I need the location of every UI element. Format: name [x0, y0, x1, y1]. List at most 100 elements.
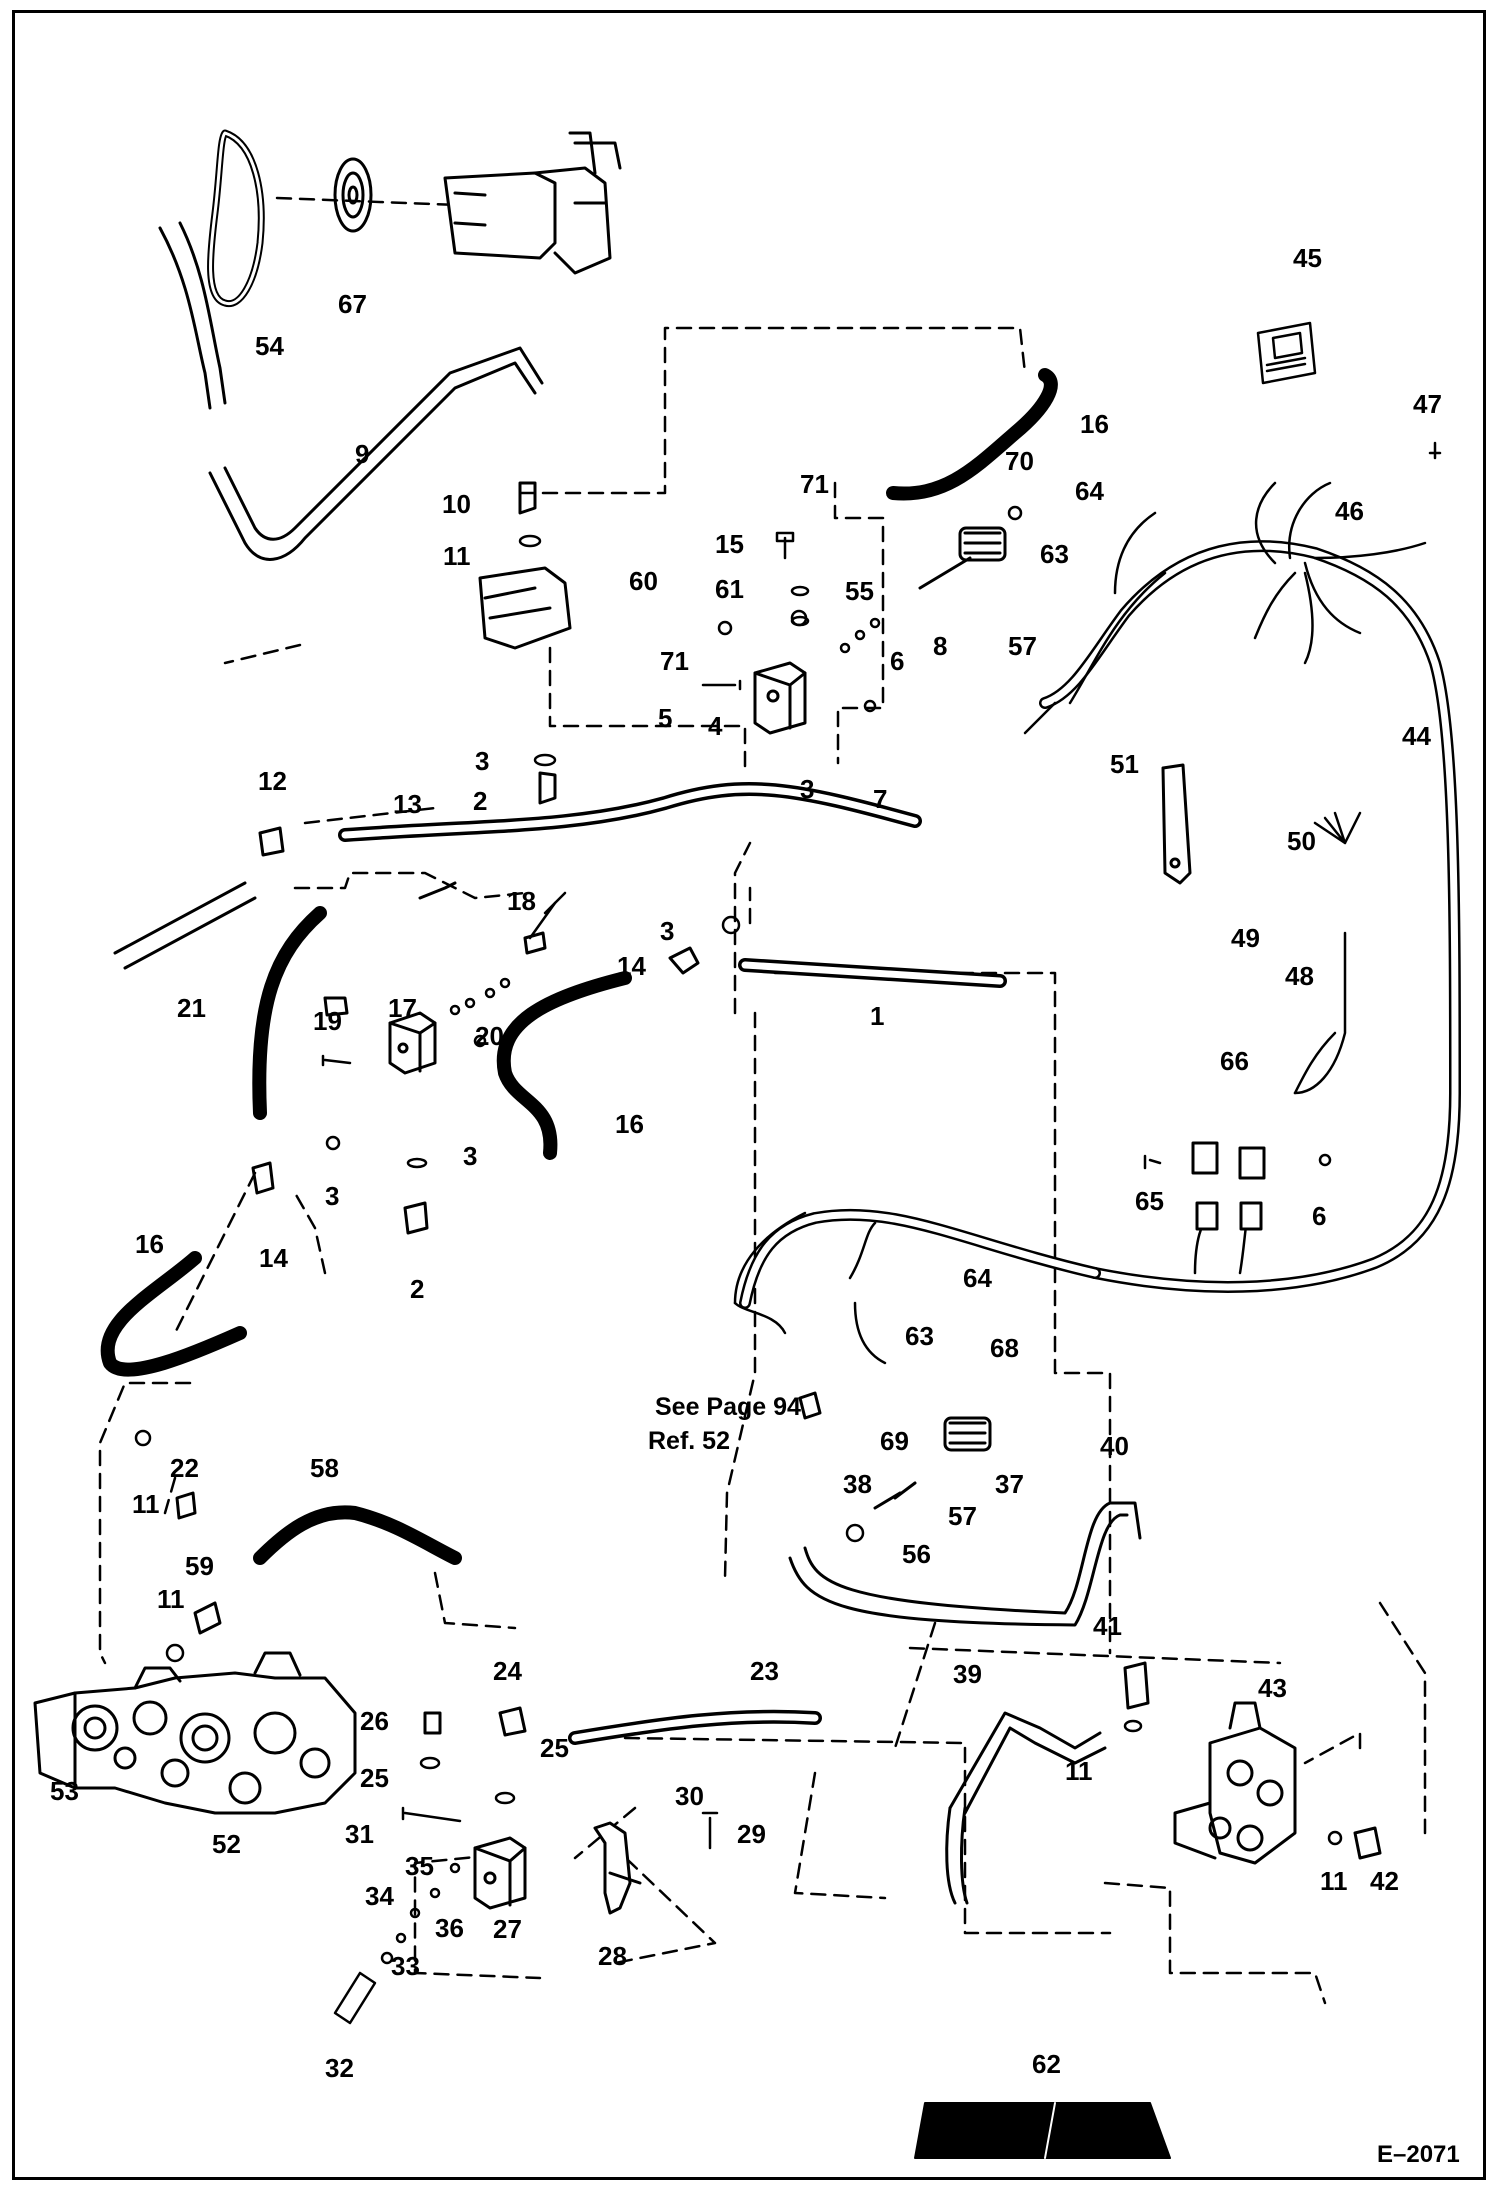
hose-13: [338, 782, 922, 842]
callout-17: 17: [388, 993, 417, 1023]
callout-49: 49: [1231, 923, 1260, 953]
hose-1: [738, 958, 1007, 988]
wire-harness-44: [739, 540, 1461, 1309]
callout-56: 56: [902, 1539, 931, 1569]
bracket-28: [593, 1821, 642, 1915]
hose-16-mid: [496, 971, 632, 1160]
callout-3e: 3: [325, 1181, 340, 1211]
callout-38: 38: [843, 1469, 872, 1499]
parts-diagram: 54 67 45 47 16 9 10 11 71 70 64 46 15 60…: [12, 10, 1486, 2180]
steering-unit: [443, 131, 622, 275]
callout-30: 30: [675, 1781, 704, 1811]
callout-2a: 2: [473, 786, 488, 816]
callout-23: 23: [750, 1656, 779, 1686]
callout-8: 8: [933, 631, 948, 661]
callout-47: 47: [1413, 389, 1442, 419]
callout-14b: 14: [259, 1243, 288, 1273]
callout-11e: 11: [1320, 1866, 1348, 1896]
callout-48: 48: [1285, 961, 1314, 991]
callout-16b: 16: [615, 1109, 644, 1139]
connector-66: [1191, 1141, 1266, 1231]
callout-11b: 11: [132, 1489, 160, 1519]
callout-32: 32: [325, 2053, 354, 2083]
small-hardware: [134, 441, 1442, 2025]
diagram-drawing: [33, 129, 1461, 2159]
solenoid-upper: [918, 526, 1007, 590]
callout-71a: 71: [800, 469, 829, 499]
callout-52: 52: [212, 1829, 241, 1859]
callout-14a: 14: [617, 951, 646, 981]
callout-46: 46: [1335, 496, 1364, 526]
callout-36: 36: [435, 1913, 464, 1943]
hydraulic-line-left: [113, 221, 257, 970]
callout-69: 69: [880, 1426, 909, 1456]
callout-27: 27: [493, 1914, 522, 1944]
callout-64b: 64: [963, 1263, 992, 1293]
fittings: [175, 481, 1382, 1860]
callout-43: 43: [1258, 1673, 1287, 1703]
callout-26: 26: [360, 1706, 389, 1736]
callout-22: 22: [170, 1453, 199, 1483]
figure-code: E–2071: [1377, 2141, 1460, 2168]
belt-54: [207, 129, 265, 308]
tube-40: [788, 1501, 1142, 1627]
bracket-51: [1161, 763, 1192, 885]
callout-54: 54: [255, 331, 284, 361]
callout-21: 21: [177, 993, 206, 1023]
valve-block-27: [473, 1836, 527, 1910]
callout-29: 29: [737, 1819, 766, 1849]
callout-53: 53: [50, 1776, 79, 1806]
tube-9: [208, 346, 544, 561]
valve-assembly-10: [478, 566, 572, 650]
callout-51: 51: [1110, 749, 1139, 779]
valve-block-17: [388, 1011, 437, 1075]
callout-3b: 3: [800, 774, 815, 804]
valve-block-4: [753, 661, 807, 735]
callout-11a: 11: [443, 541, 471, 571]
callout-60: 60: [629, 566, 658, 596]
callout-33: 33: [391, 1951, 420, 1981]
mat-62: [914, 2102, 1171, 2159]
pulley-67: [333, 157, 373, 233]
callout-18: 18: [507, 886, 536, 916]
callout-16a: 16: [1080, 409, 1109, 439]
callout-45: 45: [1293, 243, 1322, 273]
callout-34: 34: [365, 1881, 394, 1911]
callout-62: 62: [1032, 2049, 1061, 2079]
callout-1: 1: [870, 1001, 885, 1031]
callout-63b: 63: [905, 1321, 934, 1351]
callout-3a: 3: [475, 746, 490, 776]
callout-6b: 6: [1312, 1201, 1327, 1231]
callout-3c: 3: [660, 916, 675, 946]
callout-15: 15: [715, 529, 744, 559]
callout-35: 35: [405, 1851, 434, 1881]
wire-branches: [733, 481, 1427, 1365]
callout-66: 66: [1220, 1046, 1249, 1076]
hose-21: [252, 906, 327, 1120]
solenoid-lower: [873, 1416, 992, 1510]
callout-10: 10: [442, 489, 471, 519]
callout-25b: 25: [360, 1763, 389, 1793]
hose-16-left: [100, 1251, 247, 1377]
callout-67: 67: [338, 289, 367, 319]
ref-note: Ref. 52: [648, 1427, 730, 1455]
routing-lines: [98, 196, 1427, 2005]
callout-6a: 6: [890, 646, 905, 676]
callout-9: 9: [355, 439, 370, 469]
callout-44: 44: [1402, 721, 1431, 751]
callout-16c: 16: [135, 1229, 164, 1259]
callout-11d: 11: [1065, 1756, 1093, 1786]
see-page-note: See Page 94: [655, 1393, 801, 1421]
callout-12: 12: [258, 766, 287, 796]
callout-13: 13: [393, 789, 422, 819]
callout-5: 5: [658, 703, 673, 733]
callout-68: 68: [990, 1333, 1019, 1363]
callout-61: 61: [715, 574, 744, 604]
decal-45: [1256, 321, 1317, 385]
callout-40: 40: [1100, 1431, 1129, 1461]
callout-71b: 71: [660, 646, 689, 676]
callout-31: 31: [345, 1819, 374, 1849]
callout-42: 42: [1370, 1866, 1399, 1896]
callout-70: 70: [1005, 446, 1034, 476]
callout-4: 4: [708, 711, 723, 741]
